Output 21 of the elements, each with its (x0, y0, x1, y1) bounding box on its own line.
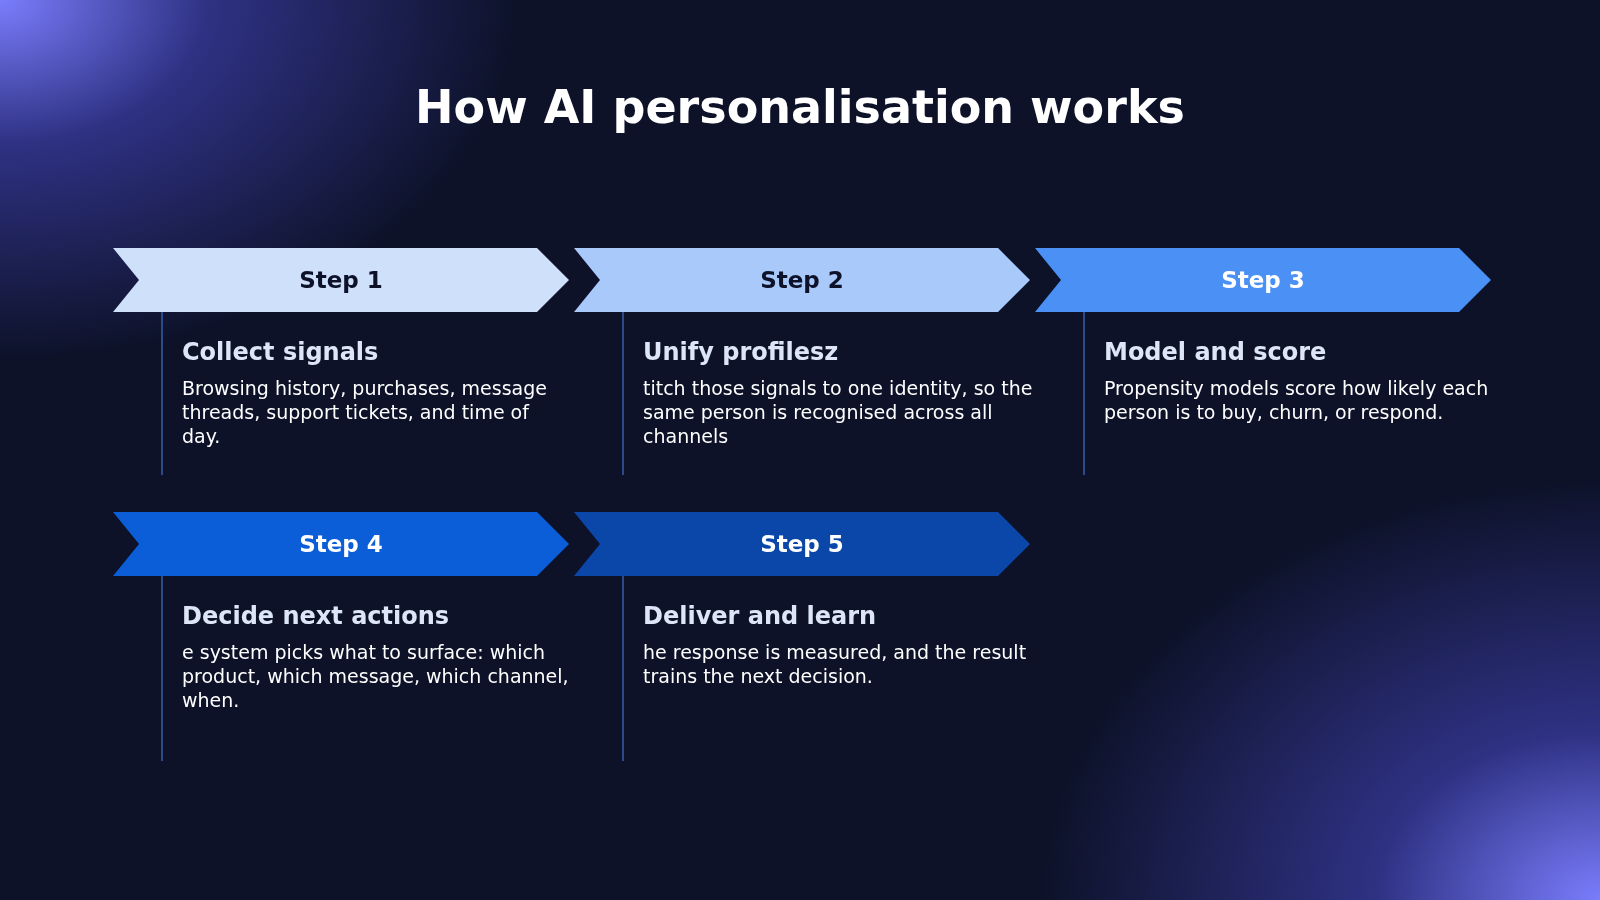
step-heading: Decide next actions (182, 602, 450, 630)
step-heading: Deliver and learn (643, 602, 877, 630)
title: How AI personalisation works (414, 80, 1186, 134)
step-description: titch those signals to one identity, so the same person is recognised across all channels (643, 376, 1033, 448)
step-label: Step 2 (759, 266, 845, 295)
chevron-step (574, 512, 1030, 576)
step-label: Step 3 (1220, 266, 1306, 295)
step-description: he response is measured, and the result trains the next decision. (643, 640, 1028, 688)
step-heading: Unify profilesz (643, 338, 839, 366)
chevron-step (113, 248, 569, 312)
step-heading: Collect signals (182, 338, 379, 366)
step-description: Propensity models score how likely each person is to buy, churn, or respond. (1104, 376, 1490, 424)
step-description: e system picks what to surface: which product, which message, which channel, when. (182, 640, 570, 712)
step-label: Step 4 (298, 530, 384, 559)
chevron-step (1035, 248, 1491, 312)
chevron-step (574, 248, 1030, 312)
chevron-step (113, 512, 569, 576)
step-label: Step 1 (298, 266, 384, 295)
step-label: Step 5 (759, 530, 845, 559)
step-heading: Model and score (1104, 338, 1327, 366)
step-description: Browsing history, purchases, message threads, support tickets, and time of day. (182, 376, 548, 448)
